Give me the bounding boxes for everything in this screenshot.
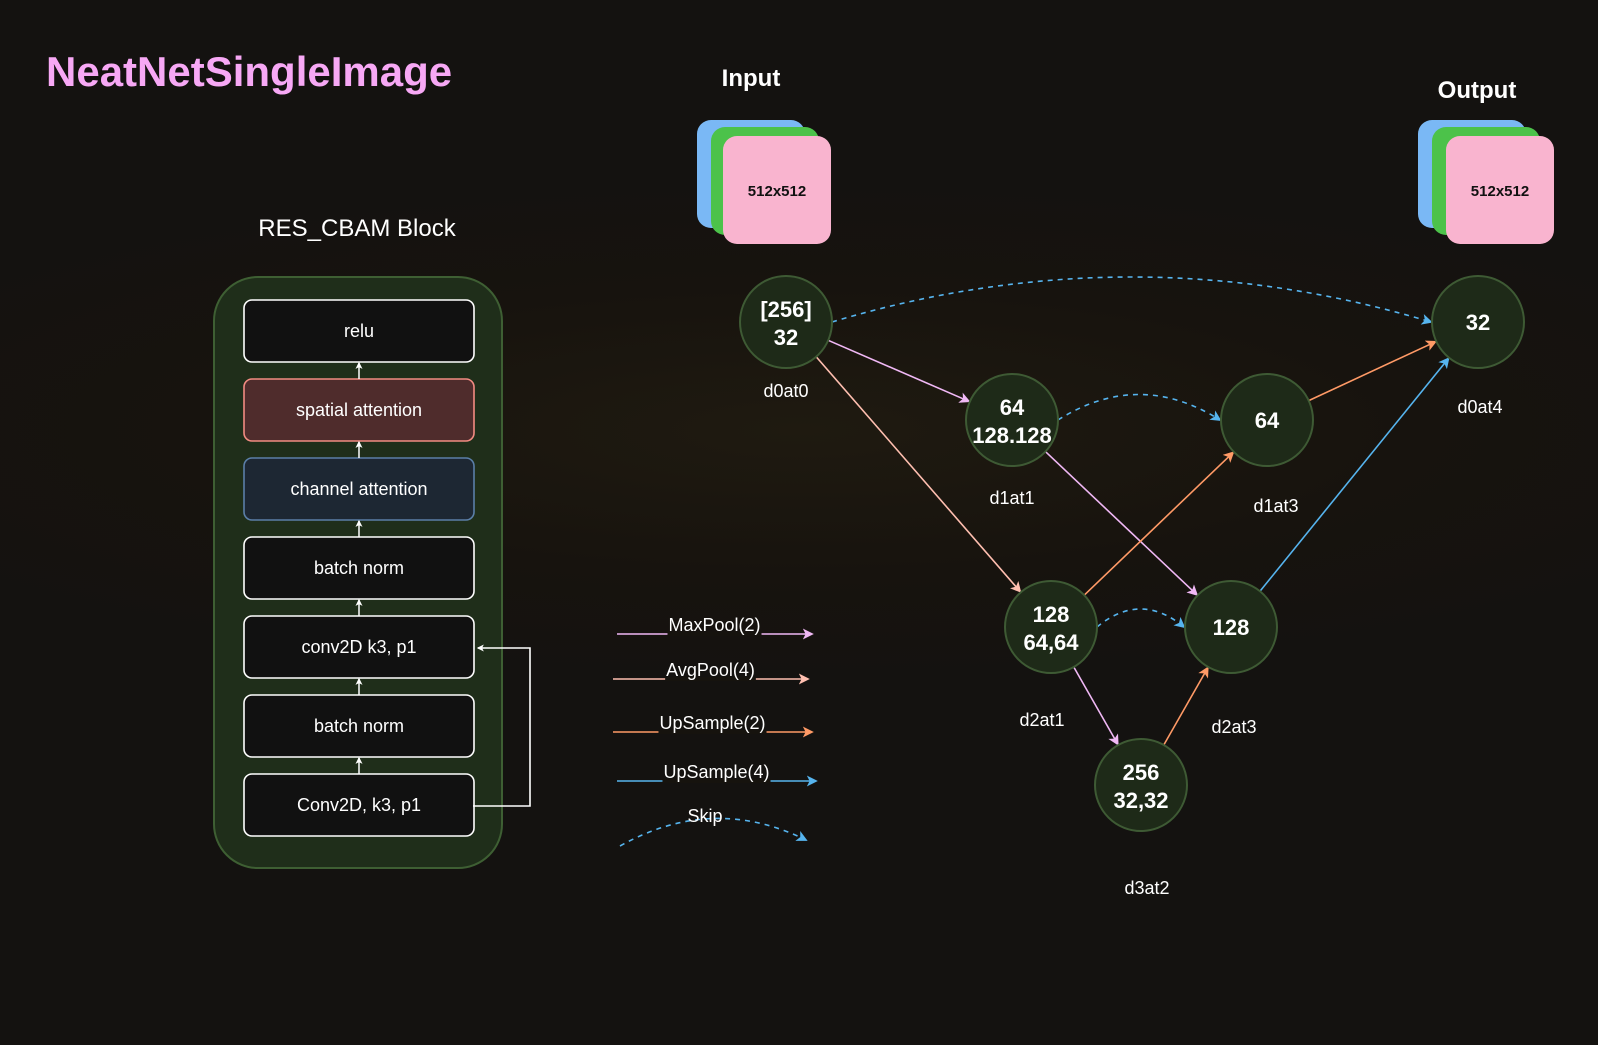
node-label: d1at1 bbox=[989, 488, 1034, 508]
legend-label-backdrop bbox=[662, 779, 771, 783]
node-channels: 128 bbox=[1213, 615, 1250, 640]
layer-label: batch norm bbox=[314, 558, 404, 578]
layer-label: spatial attention bbox=[296, 400, 422, 420]
node-circle bbox=[1431, 275, 1525, 369]
network-nodes: [256] 32 d0at0 64 128.128 d1at1 64 d1at3 32 d0at4… bbox=[739, 275, 1525, 898]
legend-item-avgpool: AvgPool(4) bbox=[613, 660, 810, 685]
legend-label-backdrop bbox=[665, 677, 756, 681]
legend-label-backdrop bbox=[658, 730, 767, 734]
node-channels: 64 bbox=[1000, 395, 1025, 420]
node-resolution: 128.128 bbox=[972, 423, 1052, 448]
output-heading: Output bbox=[1438, 77, 1517, 104]
node-resolution: 32,32 bbox=[1113, 788, 1168, 813]
layer-label: Conv2D, k3, p1 bbox=[297, 795, 421, 815]
layer-conv2d-k3-p1: Conv2D, k3, p1 bbox=[243, 773, 475, 837]
output-channel-pink bbox=[1446, 136, 1554, 244]
node-d0at4: 32 d0at4 bbox=[1431, 275, 1525, 417]
layer-channel-attention: channel attention bbox=[243, 457, 475, 521]
output-image-stack: 512x512 bbox=[1418, 120, 1554, 244]
legend-label: UpSample(2) bbox=[659, 713, 765, 733]
input-heading: Input bbox=[722, 65, 781, 92]
legend-label: UpSample(4) bbox=[663, 762, 769, 782]
legend-item-maxpool: MaxPool(2) bbox=[617, 615, 814, 640]
node-label: d0at4 bbox=[1457, 397, 1502, 417]
layer-relu: relu bbox=[243, 299, 475, 363]
edge-upsample2-d1at3-d0at4 bbox=[1308, 340, 1438, 402]
node-d0at0: [256] 32 d0at0 bbox=[739, 275, 833, 401]
layer-label: batch norm bbox=[314, 716, 404, 736]
node-channels: 256 bbox=[1123, 760, 1160, 785]
edge-skip-d0at0-d0at4 bbox=[831, 276, 1433, 325]
layer-label: conv2D k3, p1 bbox=[301, 637, 416, 657]
node-circle bbox=[1094, 738, 1188, 832]
edge-upsample2-d2at1-d1at3 bbox=[1083, 451, 1235, 596]
edge-maxpool-d2at1-d3at2 bbox=[1073, 666, 1119, 746]
node-label: d2at1 bbox=[1019, 710, 1064, 730]
legend-label: Skip bbox=[687, 806, 722, 826]
node-resolution: 64,64 bbox=[1023, 630, 1079, 655]
input-channel-pink bbox=[723, 136, 831, 244]
edge-maxpool-d0at0-d1at1 bbox=[827, 339, 971, 403]
edge-skip-d1at1-d1at3 bbox=[1057, 393, 1222, 421]
legend-item-upsample4: UpSample(4) bbox=[617, 762, 818, 787]
node-channels: 32 bbox=[1466, 310, 1490, 335]
residual-connection bbox=[473, 644, 531, 807]
edge-maxpool-d1at1-d2at3 bbox=[1044, 451, 1199, 596]
node-circle bbox=[965, 373, 1059, 467]
node-label: d1at3 bbox=[1253, 496, 1298, 516]
node-resolution: 32 bbox=[774, 325, 798, 350]
layer-conv2d-k3-p1: conv2D k3, p1 bbox=[243, 615, 475, 679]
layer-batch-norm: batch norm bbox=[243, 694, 475, 758]
node-circle bbox=[739, 275, 833, 369]
node-d1at1: 64 128.128 d1at1 bbox=[965, 373, 1059, 508]
node-channels: 128 bbox=[1033, 602, 1070, 627]
layer-label: relu bbox=[344, 321, 374, 341]
layer-batch-norm: batch norm bbox=[243, 536, 475, 600]
input-image-stack: 512x512 bbox=[697, 120, 831, 244]
edge-skip-d2at1-d2at3 bbox=[1096, 608, 1186, 629]
node-d2at3: 128 d2at3 bbox=[1184, 580, 1278, 737]
node-channels: [256] bbox=[760, 297, 811, 322]
network-edges bbox=[815, 276, 1450, 746]
legend-label: MaxPool(2) bbox=[668, 615, 760, 635]
node-circle bbox=[1004, 580, 1098, 674]
block-title: RES_CBAM Block bbox=[258, 215, 456, 242]
res-cbam-layers: relu spatial attention channel attention ba… bbox=[243, 299, 475, 837]
node-circle bbox=[1184, 580, 1278, 674]
edge-upsample2-d3at2-d2at3 bbox=[1163, 666, 1209, 746]
page-title: NeatNetSingleImage bbox=[46, 48, 452, 95]
legend: MaxPool(2) AvgPool(4) UpSample(2) UpSample(… bbox=[613, 615, 818, 847]
layer-spatial-attention: spatial attention bbox=[243, 378, 475, 442]
node-label: d3at2 bbox=[1124, 878, 1169, 898]
edge-avgpool-d0at0-d2at1 bbox=[815, 356, 1022, 593]
legend-item-upsample2: UpSample(2) bbox=[613, 713, 814, 738]
edge-upsample4-d2at3-d0at4 bbox=[1259, 357, 1450, 592]
legend-label: AvgPool(4) bbox=[666, 660, 755, 680]
node-circle bbox=[1220, 373, 1314, 467]
output-size-label: 512x512 bbox=[1471, 183, 1529, 200]
node-d3at2: 256 32,32 d3at2 bbox=[1094, 738, 1188, 898]
node-label: d2at3 bbox=[1211, 717, 1256, 737]
node-channels: 64 bbox=[1255, 408, 1280, 433]
node-d2at1: 128 64,64 d2at1 bbox=[1004, 580, 1098, 730]
node-d1at3: 64 d1at3 bbox=[1220, 373, 1314, 516]
legend-item-skip: Skip bbox=[619, 806, 808, 847]
legend-label-backdrop bbox=[667, 632, 762, 636]
node-label: d0at0 bbox=[763, 381, 808, 401]
layer-label: channel attention bbox=[290, 479, 427, 499]
input-size-label: 512x512 bbox=[748, 183, 806, 200]
